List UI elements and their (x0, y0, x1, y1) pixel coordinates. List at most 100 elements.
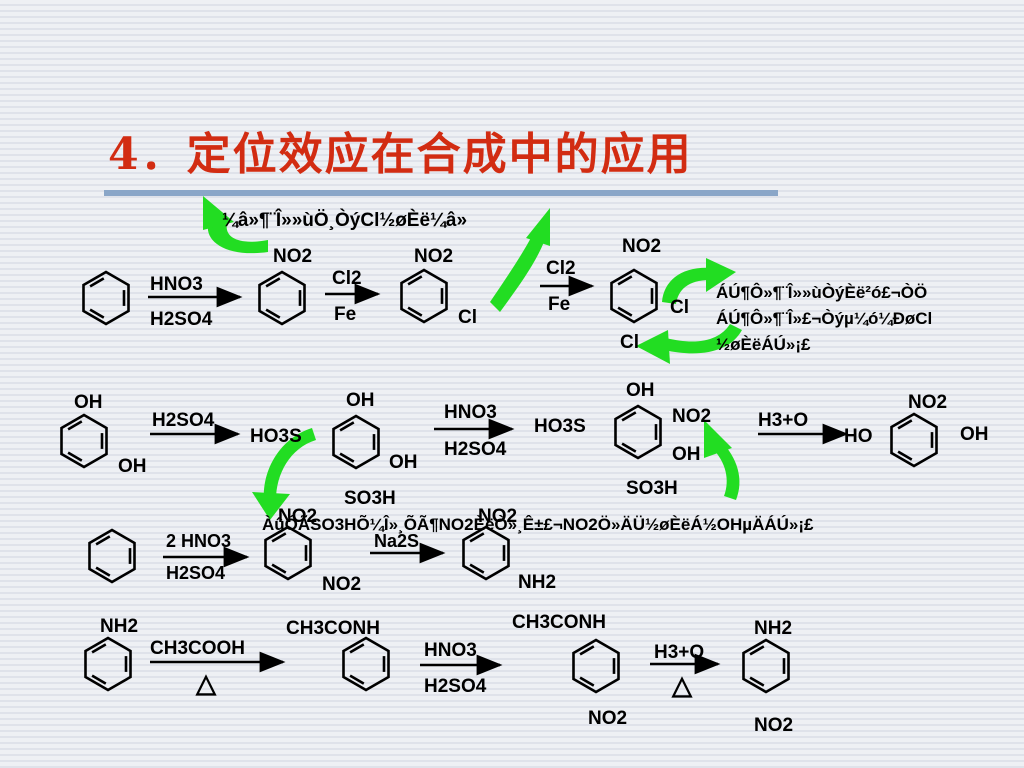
reagent-label: Cl2 (332, 268, 362, 289)
reagent-label: H2SO4 (424, 676, 487, 697)
reagent-label: H2SO4 (152, 410, 215, 431)
green-arrow-head (252, 492, 290, 520)
substituent-label: SO3H (626, 478, 678, 499)
green-curved-arrow (712, 440, 740, 500)
green-arrow-head (526, 208, 550, 246)
benzene-ring (462, 525, 510, 581)
double-bond (469, 563, 485, 574)
double-bond (271, 563, 287, 574)
substituent-label: HO3S (250, 426, 302, 447)
green-arrow-head (203, 196, 234, 230)
double-bond (95, 535, 111, 546)
annotation-middle: ÀûÓÃSO3HÕ¼Î»¸ÕÃ¶NO2ÈëÒ»¸Ê±£¬NO2Ö»ÄÜ½øÈëÁ… (262, 514, 814, 534)
substituent-label: NO2 (672, 406, 711, 427)
double-bond (339, 421, 355, 432)
benzene-ring (264, 525, 312, 581)
substituent-label: OH (118, 456, 147, 477)
green-curved-arrow (664, 324, 742, 354)
double-bond (621, 442, 637, 453)
double-bond (407, 306, 423, 317)
green-curved-arrow (662, 267, 712, 304)
double-bond (621, 411, 637, 422)
substituent-label: NO2 (322, 574, 361, 595)
double-bond (749, 676, 765, 687)
double-bond (469, 532, 485, 543)
double-bond (349, 643, 365, 654)
double-bond (579, 645, 595, 656)
benzene-ring (88, 528, 136, 584)
substituent-label: NO2 (588, 708, 627, 729)
annotation-top: ¼â»¶¨Î»»ùÖ¸ÒýCl½øÈë¼â» (222, 209, 467, 231)
substituent-label: NH2 (754, 618, 792, 639)
double-bond (897, 450, 913, 461)
page-title: 4．定位效应在合成中的应用 (108, 129, 693, 180)
benzene-ring (258, 270, 306, 326)
reagent-label: Cl2 (546, 258, 576, 279)
benzene-ring (572, 638, 620, 694)
substituent-label: OH (346, 390, 375, 411)
substituent-label: NO2 (478, 506, 517, 527)
reagent-label: HNO3 (424, 640, 477, 661)
reagent-label: HNO3 (444, 402, 497, 423)
substituent-label: CH3CONH (286, 618, 380, 639)
direction-hint-arrows (203, 196, 742, 520)
substituent-label: CH3CONH (512, 612, 606, 633)
double-bond (579, 676, 595, 687)
reagent-label: 2 HNO3 (166, 531, 231, 551)
substituent-label: OH (626, 380, 655, 401)
benzene-ring (60, 413, 108, 469)
benzene-ring (332, 414, 380, 470)
reagent-label: H2SO4 (444, 439, 507, 460)
reagent-label: H3+O (654, 642, 704, 663)
substituent-label: NO2 (622, 236, 661, 257)
green-curved-arrow (207, 218, 268, 254)
double-bond (95, 566, 111, 577)
substituent-label: NO2 (273, 246, 312, 267)
double-bond (91, 643, 107, 654)
benzene-ring (342, 636, 390, 692)
heat-symbol: △ (195, 668, 217, 698)
double-bond (89, 308, 105, 319)
substituent-label: NH2 (100, 616, 138, 637)
green-curved-arrow (490, 236, 544, 312)
green-curved-arrow (263, 428, 316, 500)
benzene-ring (610, 268, 658, 324)
double-bond (265, 308, 281, 319)
double-bond (617, 275, 633, 286)
reagent-label: Fe (548, 294, 570, 315)
double-bond (89, 277, 105, 288)
substituent-label: Cl (620, 332, 639, 353)
double-bond (271, 532, 287, 543)
benzene-ring (890, 412, 938, 468)
substituent-label: HO3S (534, 416, 586, 437)
double-bond (349, 674, 365, 685)
benzene-ring (400, 268, 448, 324)
reagent-label: H2SO4 (166, 563, 225, 583)
title-underline (104, 190, 778, 196)
green-arrow-head (706, 258, 736, 292)
substituent-label: OH (389, 452, 418, 473)
double-bond (67, 420, 83, 431)
substituent-label: OH (960, 424, 989, 445)
double-bond (339, 452, 355, 463)
reagent-label: Fe (334, 304, 356, 325)
reagent-label: H3+O (758, 410, 808, 431)
substituent-label: SO3H (344, 488, 396, 509)
substituent-label: Cl (670, 297, 689, 318)
substituent-label: NO2 (908, 392, 947, 413)
benzene-ring (742, 638, 790, 694)
reaction-arrows (148, 275, 849, 676)
double-bond (897, 419, 913, 430)
double-bond (407, 275, 423, 286)
benzene-ring (84, 636, 132, 692)
double-bond (617, 306, 633, 317)
substituent-label: NO2 (754, 715, 793, 736)
reagent-label: Na2S (374, 531, 419, 551)
annotation-right-line1: ÁÚ¶Ô»¶¨Î»»ùÒýÈë²ó£¬ÒÖ (716, 283, 927, 302)
reagent-label: H2SO4 (150, 309, 213, 330)
benzene-ring (614, 404, 662, 460)
green-arrow-head (704, 420, 732, 458)
heat-symbol: △ (671, 670, 693, 700)
annotation-right-line3: ½øÈëÁÚ»¡£ (716, 335, 811, 354)
